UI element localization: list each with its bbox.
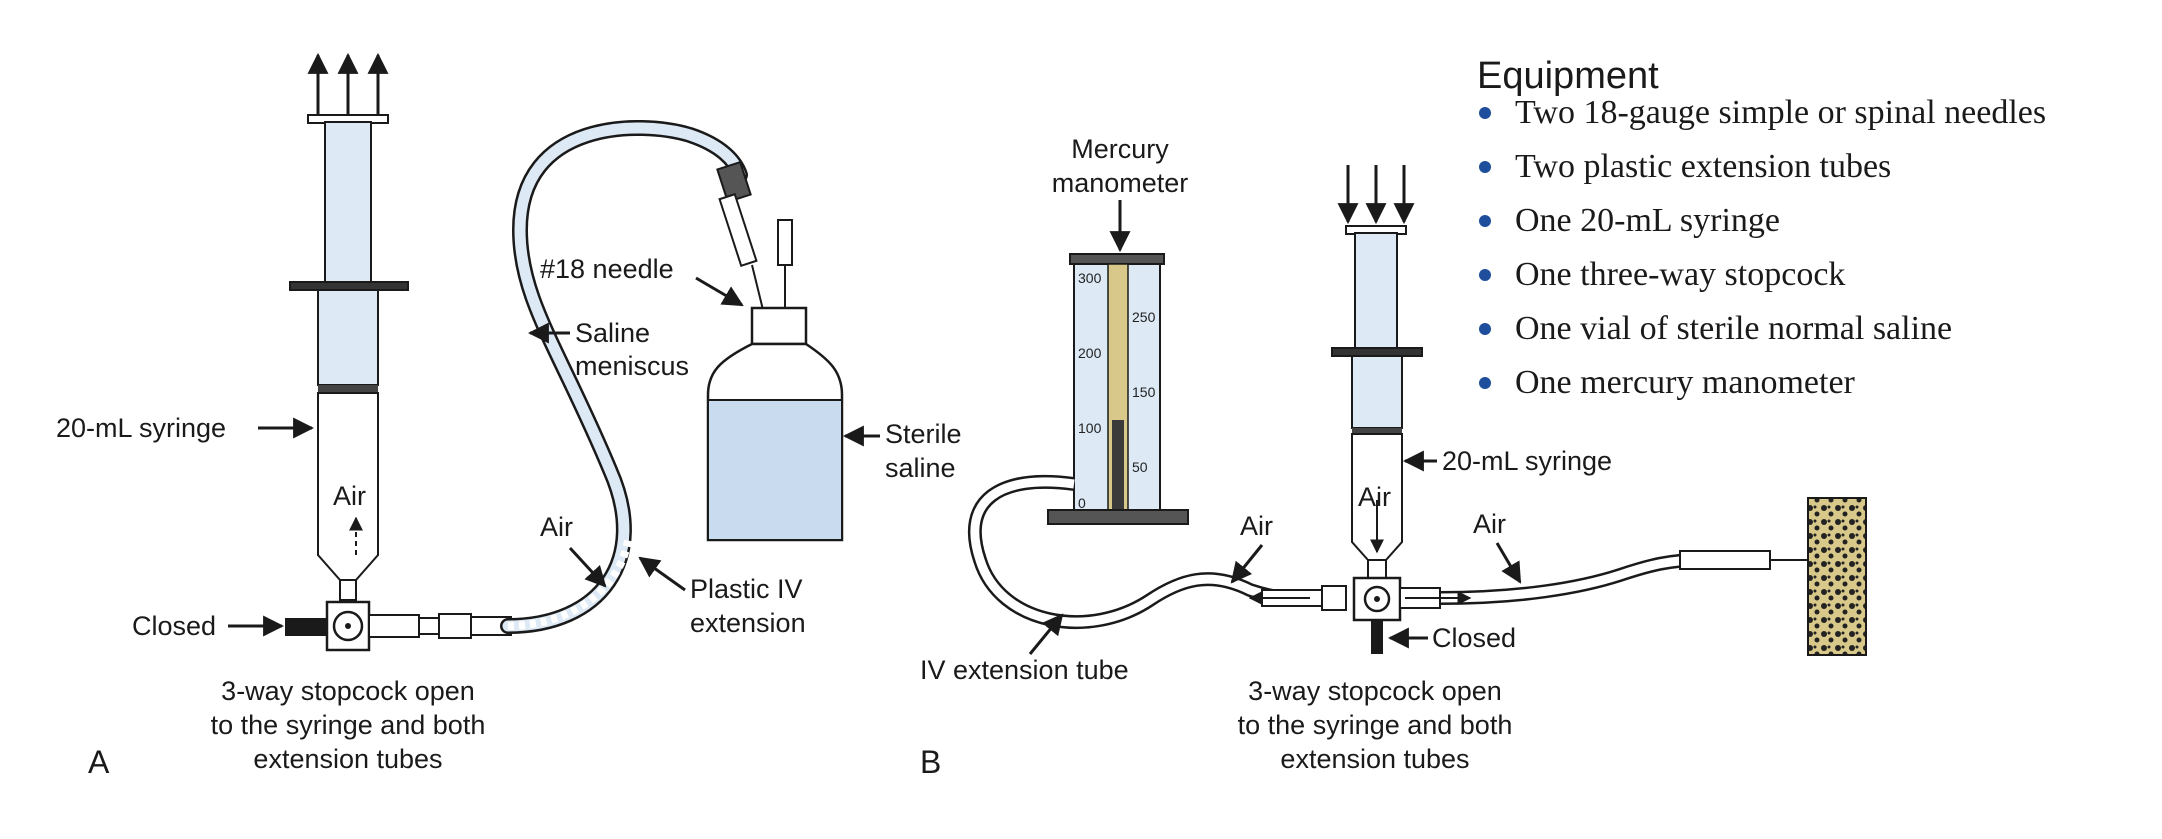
equipment-item: One mercury manometer [1515,364,1856,401]
bullet-icon [1479,215,1491,227]
scale-right-label: 50 [1132,459,1148,475]
bullet-icon [1479,269,1491,281]
scale-left-label: 0 [1078,495,1086,511]
meniscus-label-1: Saline [575,318,650,348]
equipment-item: One 20-mL syringe [1515,202,1780,239]
caption-b-2: to the syringe and both [1238,710,1513,740]
bullet-icon [1479,107,1491,119]
caption-b-3: extension tubes [1280,744,1469,774]
bullet-icon [1479,377,1491,389]
syringe-b-label: 20-mL syringe [1442,446,1612,476]
air-tube-label: Air [540,512,573,542]
push-arrows-icon [1337,165,1415,225]
caption-a-3: extension tubes [253,744,442,774]
air-left-label: Air [1240,511,1273,541]
meniscus-label-2: meniscus [575,351,689,381]
plastic-label-2: extension [690,608,806,638]
iv-tube-label: IV extension tube [920,655,1129,685]
panel-a: 20-mL syringe Air Closed #18 needle Sali… [56,52,962,780]
panel-b: 300 200 100 0 250 150 50 [920,134,1867,780]
air-inside-label: Air [333,481,366,511]
scale-left-label: 200 [1078,345,1102,361]
sterile-label-1: Sterile [885,419,962,449]
syringe-label: 20-mL syringe [56,413,226,443]
saline-bottle-icon [706,306,844,542]
caption-a-1: 3-way stopcock open [221,676,475,706]
equipment-title: Equipment [1477,55,1659,97]
panel-letter-b: B [920,744,941,780]
scale-right-label: 250 [1132,309,1156,325]
manometer-icon: 300 200 100 0 250 150 50 [1047,253,1189,525]
stopcock-icon [285,600,512,652]
equipment-item: One vial of sterile normal saline [1515,310,1952,347]
closed-b-label: Closed [1432,623,1516,653]
scale-right-label: 150 [1132,384,1156,400]
equipment-item: One three-way stopcock [1515,256,1845,293]
scale-left-label: 300 [1078,270,1102,286]
air-center-label: Air [1358,482,1391,512]
equipment-item: Two plastic extension tubes [1515,148,1891,185]
syringe-b-icon [1331,225,1423,581]
scale-left-label: 100 [1078,420,1102,436]
equipment-list: Equipment Two 18-gauge simple or spinal … [1477,55,2046,401]
equipment-item: Two 18-gauge simple or spinal needles [1515,94,2046,131]
manometer-label-1: Mercury [1071,134,1169,164]
bullet-icon [1479,161,1491,173]
bone-icon [1807,497,1867,656]
closed-label: Closed [132,611,216,641]
needle-label: #18 needle [540,254,674,284]
panel-letter-a: A [88,744,110,780]
pull-arrows-icon [307,52,389,115]
caption-b-1: 3-way stopcock open [1248,676,1502,706]
caption-a-2: to the syringe and both [211,710,486,740]
air-right-label: Air [1473,509,1506,539]
stopcock-b-icon [1248,576,1472,654]
sterile-label-2: saline [885,453,956,483]
manometer-label-2: manometer [1052,168,1189,198]
syringe-icon [289,114,409,601]
iv-extension-tube [500,120,748,634]
bullet-icon [1479,323,1491,335]
plastic-label-1: Plastic IV [690,574,803,604]
